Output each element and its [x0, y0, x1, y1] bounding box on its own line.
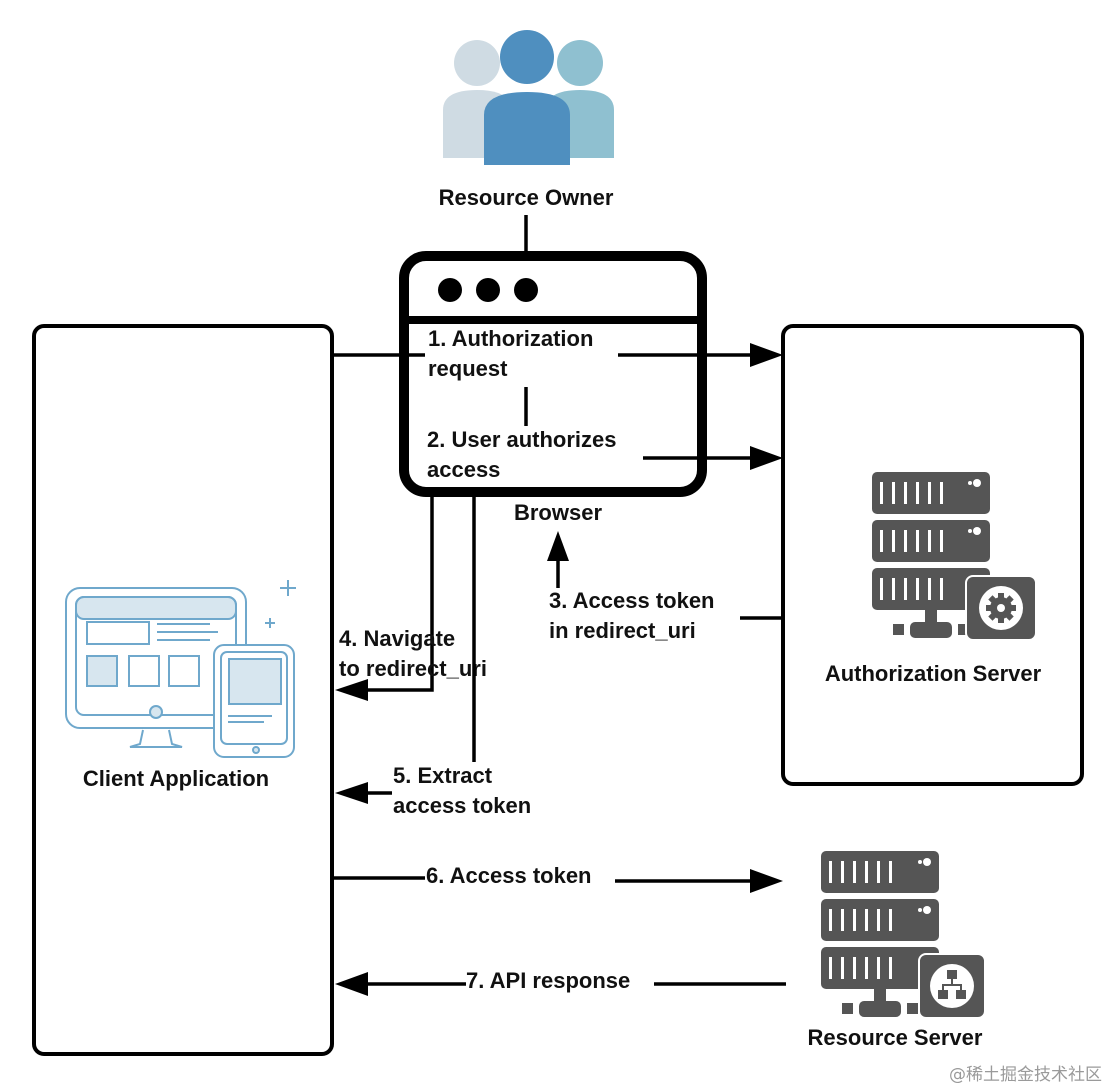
step-4-label-line2: to redirect_uri	[339, 656, 487, 681]
step-5-label-line2: access token	[393, 793, 531, 818]
step-4-label-line1: 4. Navigate	[339, 626, 455, 651]
step-1-label-line2: request	[428, 356, 508, 381]
browser-label: Browser	[514, 500, 602, 525]
step-4-navigate-redirect: 4. Navigate to redirect_uri	[335, 497, 487, 701]
step-2-user-authorizes: 2. User authorizes access	[427, 387, 783, 482]
client-application-label: Client Application	[83, 766, 269, 791]
step-7-api-response: 7. API response	[335, 968, 786, 996]
step-5-label-line1: 5. Extract	[393, 763, 493, 788]
watermark: @稀土掘金技术社区	[949, 1065, 1102, 1085]
step-2-label-line1: 2. User authorizes	[427, 427, 617, 452]
server-network-icon	[821, 851, 986, 1019]
step-6-label: 6. Access token	[426, 863, 592, 888]
step-5-extract-access-token: 5. Extract access token	[335, 497, 531, 818]
step-3-label-line1: 3. Access token	[549, 588, 715, 613]
step-3-access-token-redirect: 3. Access token in redirect_uri	[547, 531, 783, 643]
browser-window-icon	[399, 251, 707, 497]
step-3-label-line2: in redirect_uri	[549, 618, 696, 643]
resource-owner-label: Resource Owner	[439, 185, 614, 210]
step-6-access-token: 6. Access token	[332, 863, 783, 893]
authorization-server-label: Authorization Server	[825, 661, 1042, 686]
step-1-authorization-request: 1. Authorization request	[332, 326, 783, 381]
users-group-icon	[443, 30, 614, 165]
desktop-and-tablet-icon	[65, 580, 296, 758]
step-7-label: 7. API response	[466, 968, 630, 993]
step-1-label-line1: 1. Authorization	[428, 326, 593, 351]
step-2-label-line2: access	[427, 457, 500, 482]
server-gear-icon	[872, 472, 1037, 641]
resource-server-label: Resource Server	[808, 1025, 983, 1050]
